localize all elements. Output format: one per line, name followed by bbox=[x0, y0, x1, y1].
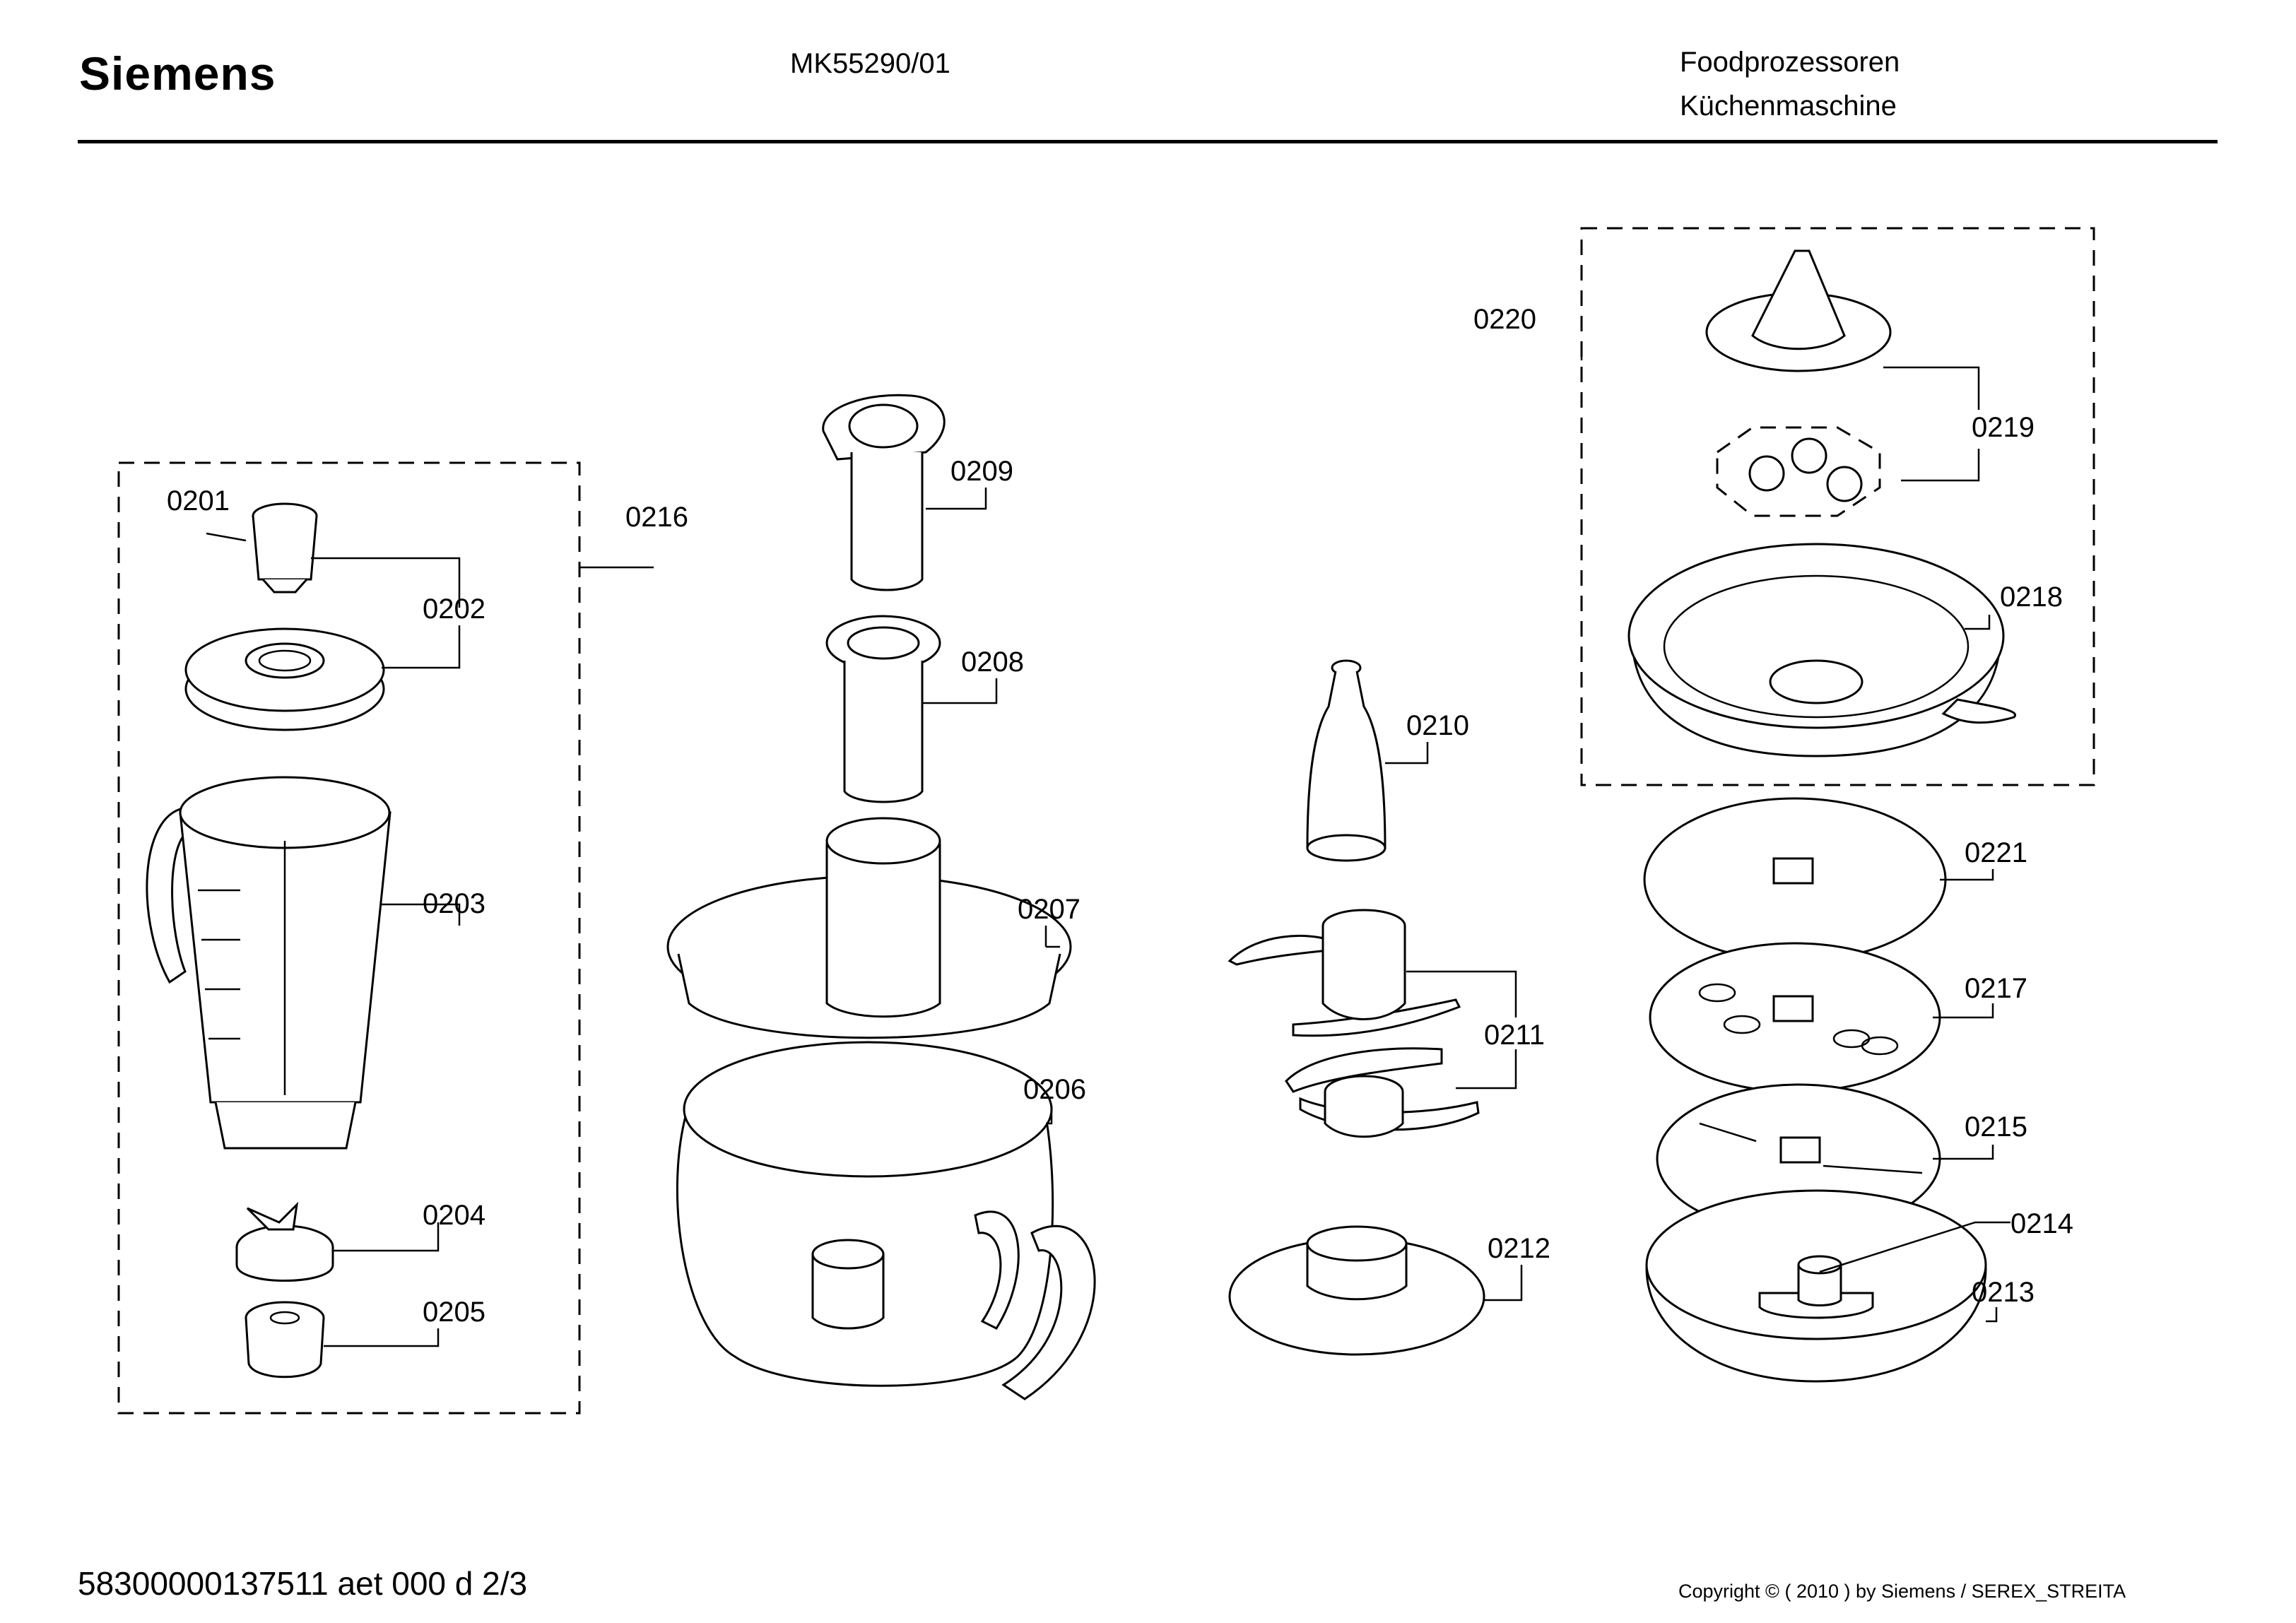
part-label: 0217 bbox=[1965, 973, 2027, 1004]
copyright-notice: Copyright © ( 2010 ) by Siemens / SEREX_… bbox=[1678, 1581, 2126, 1602]
part-0211-chopper-blade bbox=[1228, 909, 1480, 1138]
part-0208-small-pusher bbox=[825, 615, 941, 803]
part-label: 0215 bbox=[1965, 1111, 2027, 1143]
part-label: 0221 bbox=[1965, 837, 2027, 868]
part-label: 0218 bbox=[2000, 582, 2063, 613]
blender-group-box bbox=[117, 461, 581, 1415]
category-line-2: Küchenmaschine bbox=[1680, 90, 1897, 122]
part-0202-blender-lid bbox=[184, 627, 385, 731]
part-label: 0204 bbox=[423, 1200, 485, 1231]
part-label: 0208 bbox=[961, 647, 1024, 678]
part-label: 0211 bbox=[1484, 1020, 1545, 1051]
model-number: MK55290/01 bbox=[790, 48, 950, 79]
part-label: 0212 bbox=[1488, 1233, 1550, 1264]
part-label: 0201 bbox=[167, 485, 230, 517]
part-labels: 0201 0202 0203 0204 0205 0206 0207 0208 … bbox=[167, 304, 2073, 1328]
part-0219-juicer-gears bbox=[1716, 426, 1881, 517]
part-0217-slicing-disc bbox=[1649, 942, 1941, 1093]
document-id: 58300000137511 aet 000 d 2/3 bbox=[78, 1565, 528, 1602]
part-0204-blender-blade bbox=[235, 1201, 334, 1282]
part-0210-chopper-shaft bbox=[1306, 659, 1387, 862]
juicer-group-box bbox=[1580, 227, 2095, 786]
part-label: 0213 bbox=[1972, 1277, 2035, 1308]
part-0219-juicer-cone bbox=[1705, 249, 1892, 372]
part-0207-processor-lid bbox=[666, 817, 1072, 1039]
part-label: 0205 bbox=[423, 1297, 485, 1328]
part-0201-measuring-cup bbox=[252, 502, 318, 594]
part-0214-drive-coupling bbox=[1797, 1255, 1842, 1306]
part-0209-pusher bbox=[822, 394, 946, 591]
part-label: 0210 bbox=[1406, 710, 1469, 741]
part-0221-grating-disc bbox=[1643, 797, 1947, 962]
part-label: 0206 bbox=[1023, 1074, 1086, 1105]
part-0205-blender-coupling bbox=[245, 1301, 325, 1379]
part-label: 0202 bbox=[423, 594, 485, 625]
part-label: 0207 bbox=[1018, 894, 1081, 925]
part-label: 0216 bbox=[625, 502, 688, 533]
header-rule bbox=[78, 140, 2218, 143]
part-0206-processor-bowl bbox=[676, 1041, 1096, 1400]
part-label: 0219 bbox=[1972, 412, 2035, 443]
category-line-1: Foodprozessoren bbox=[1680, 47, 1900, 78]
leader-lines bbox=[206, 350, 2011, 1347]
part-0212-chopper-disc bbox=[1228, 1225, 1485, 1356]
part-0203-blender-jug bbox=[146, 776, 392, 1150]
brand-name: Siemens bbox=[79, 47, 276, 100]
part-0218-juicer-sieve bbox=[1627, 543, 2017, 757]
part-label: 0214 bbox=[2011, 1208, 2073, 1239]
part-label: 0209 bbox=[950, 456, 1013, 487]
part-label: 0203 bbox=[423, 888, 485, 919]
part-label: 0220 bbox=[1473, 304, 1536, 335]
